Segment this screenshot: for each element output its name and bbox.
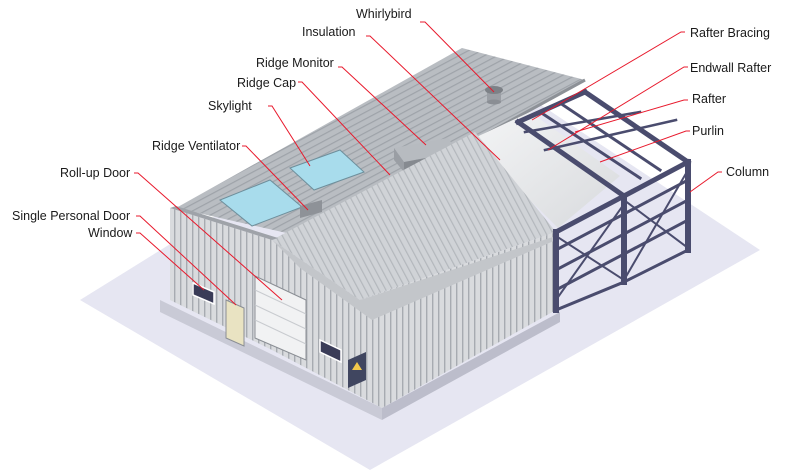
label-rollup-door: Roll-up Door bbox=[60, 166, 131, 180]
label-skylight: Skylight bbox=[208, 99, 252, 113]
front-sidewall bbox=[272, 232, 556, 408]
skylights bbox=[219, 149, 365, 227]
steel-frame bbox=[514, 88, 692, 313]
label-purlin: Purlin bbox=[692, 124, 724, 138]
electrical-panel bbox=[348, 352, 366, 388]
ridge-ventilator bbox=[300, 200, 322, 218]
label-insulation: Insulation bbox=[302, 25, 356, 39]
label-ridge-monitor: Ridge Monitor bbox=[256, 56, 334, 70]
leader-lines bbox=[134, 21, 722, 306]
windows bbox=[192, 281, 342, 364]
single-personal-door bbox=[225, 299, 245, 347]
whirlybird bbox=[485, 86, 503, 105]
label-ridge-cap: Ridge Cap bbox=[237, 76, 297, 90]
label-single-personal-door: Single Personal Door bbox=[12, 209, 131, 223]
left-endwall bbox=[170, 206, 278, 350]
rollup-door bbox=[254, 275, 307, 361]
roof-front-slope bbox=[272, 132, 556, 300]
label-whirlybird: Whirlybird bbox=[356, 7, 412, 21]
label-ridge-ventilator: Ridge Ventilator bbox=[152, 139, 241, 153]
label-window: Window bbox=[88, 226, 133, 240]
label-rafter: Rafter bbox=[692, 92, 727, 106]
label-endwall-rafter: Endwall Rafter bbox=[690, 61, 772, 75]
label-column: Column bbox=[726, 165, 770, 179]
insulation bbox=[470, 112, 620, 228]
label-rafter-bracing: Rafter Bracing bbox=[690, 26, 770, 40]
